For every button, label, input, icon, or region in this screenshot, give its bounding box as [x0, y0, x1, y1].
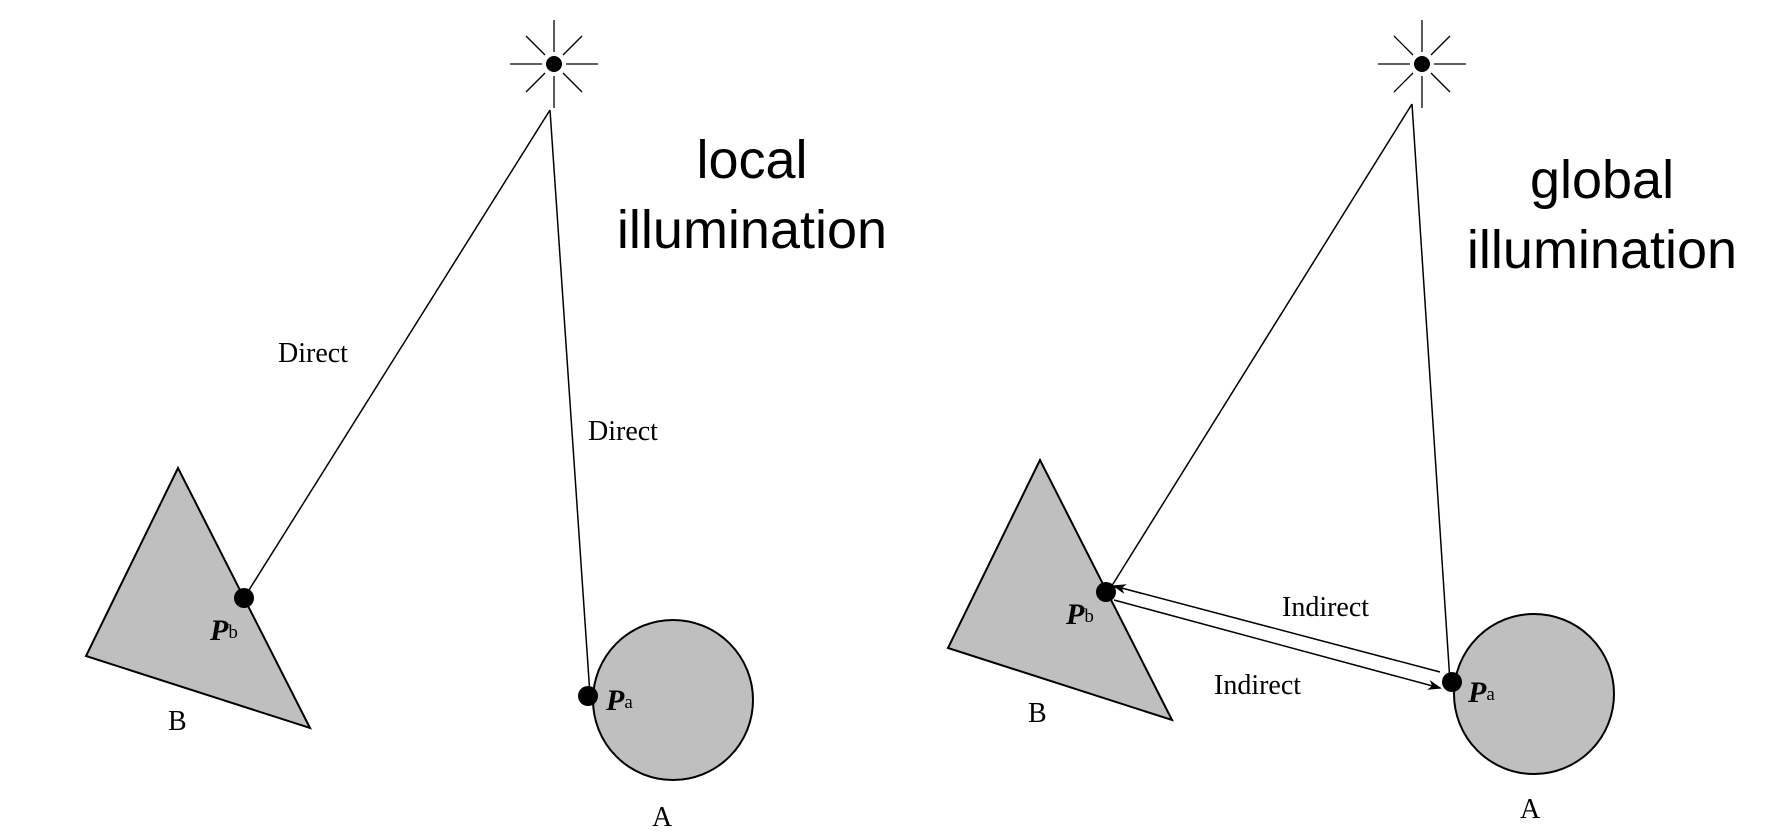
point-pa-dot: [578, 686, 598, 706]
heading-local-line1: local: [696, 130, 807, 190]
point-pa-dot: [1442, 672, 1462, 692]
direct-ray-to-pa: [549, 109, 591, 696]
point-pa-label: Pa: [1467, 676, 1495, 709]
panel-local-illumination: Direct Direct Pb Pa B A local illuminati…: [84, 20, 887, 833]
object-b-label: B: [168, 706, 187, 737]
object-a-label: A: [652, 802, 673, 833]
indirect-ray-pb-to-pa: [1113, 599, 1442, 690]
direct-ray-to-pb: [1107, 103, 1413, 593]
object-a-label: A: [1520, 794, 1541, 825]
point-pb-dot: [234, 588, 254, 608]
point-pb-label: Pb: [209, 614, 238, 647]
indirect-ray-pa-to-pb: [1112, 584, 1441, 673]
object-b-triangle: [84, 465, 312, 730]
heading-global-line2: illumination: [1467, 220, 1737, 280]
light-burst-icon: [510, 20, 598, 108]
direct-label-a: Direct: [588, 416, 658, 447]
direct-ray-to-pb: [243, 109, 551, 599]
indirect-label-lower: Indirect: [1214, 670, 1301, 701]
point-pb-label: Pb: [1065, 598, 1094, 631]
indirect-label-upper: Indirect: [1282, 592, 1369, 623]
direct-label-b: Direct: [278, 338, 348, 369]
point-pb-dot: [1096, 582, 1116, 602]
heading-local-line2: illumination: [617, 200, 887, 260]
object-b-label: B: [1028, 698, 1047, 729]
object-b-triangle: [946, 457, 1174, 722]
panel-global-illumination: Indirect Indirect Pb Pa B A global illum…: [946, 20, 1737, 825]
object-a-sphere: [1453, 613, 1615, 775]
direct-ray-to-pa: [1411, 103, 1451, 683]
point-pa-label: Pa: [605, 684, 633, 717]
heading-global-line1: global: [1530, 150, 1674, 210]
light-burst-icon: [1378, 20, 1466, 108]
